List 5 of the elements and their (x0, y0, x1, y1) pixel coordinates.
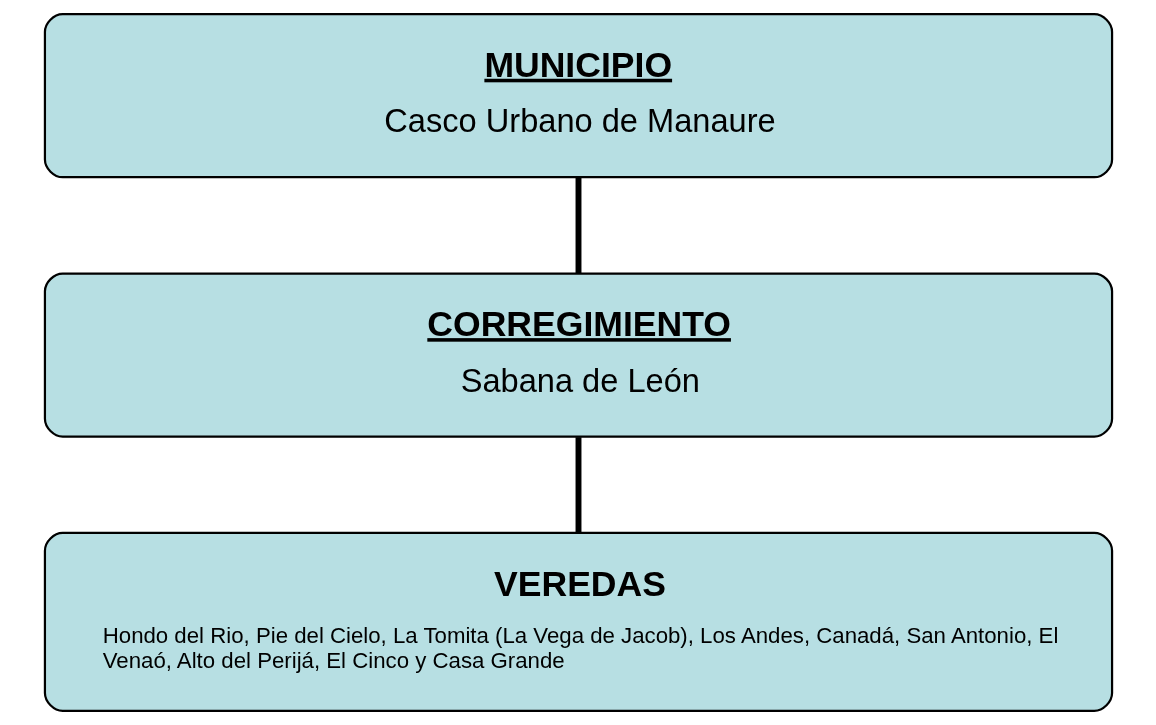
connector (575, 437, 581, 533)
node-box: CORREGIMIENTO Sabana de León (43, 272, 1113, 438)
node-box: VEREDAS Hondo del Rio, Pie del Cielo, La Tomita (La Vega de Jacob), Los Andes, Canadá, San Antonio, El Venaó, Alto del Perijá, El Cinco y Casa Grande (43, 531, 1113, 712)
node-box: MUNICIPIO Casco Urbano de Manaure (43, 13, 1113, 179)
connector (575, 177, 581, 274)
